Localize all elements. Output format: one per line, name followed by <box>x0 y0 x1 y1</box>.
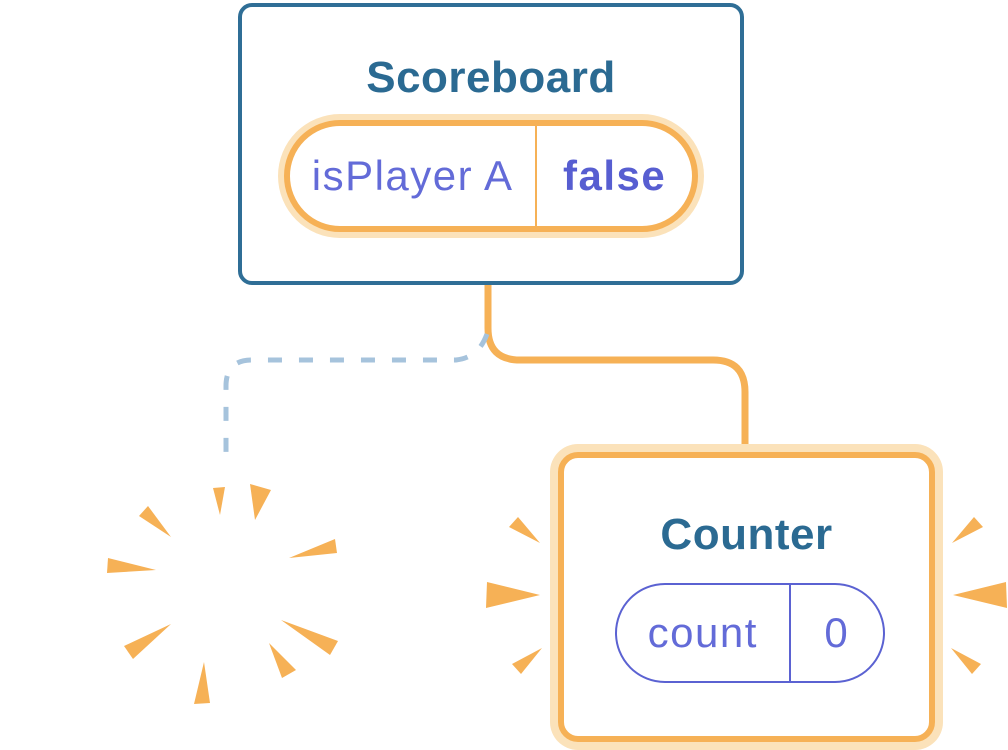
pill-divider <box>535 126 538 226</box>
pill-divider <box>788 585 791 681</box>
emphasis-rays-left-icon <box>486 517 542 674</box>
state-value: 0 <box>824 609 850 656</box>
state-value: false <box>562 152 667 199</box>
scoreboard-title: Scoreboard <box>366 53 616 102</box>
scoreboard-state-pill: isPlayer A false <box>284 120 698 232</box>
counter-component-card: Counter count 0 <box>558 452 935 742</box>
counter-title: Counter <box>660 510 833 559</box>
connector-line-solid <box>484 284 749 454</box>
scoreboard-component-card: Scoreboard isPlayer A false <box>238 3 744 285</box>
poof-burst-icon <box>89 454 363 722</box>
emphasis-rays-right-icon <box>951 517 1007 674</box>
state-label: count <box>647 609 758 656</box>
state-label: isPlayer A <box>311 152 514 199</box>
counter-state-pill: count 0 <box>615 583 885 683</box>
connector-line-dashed <box>223 333 490 459</box>
